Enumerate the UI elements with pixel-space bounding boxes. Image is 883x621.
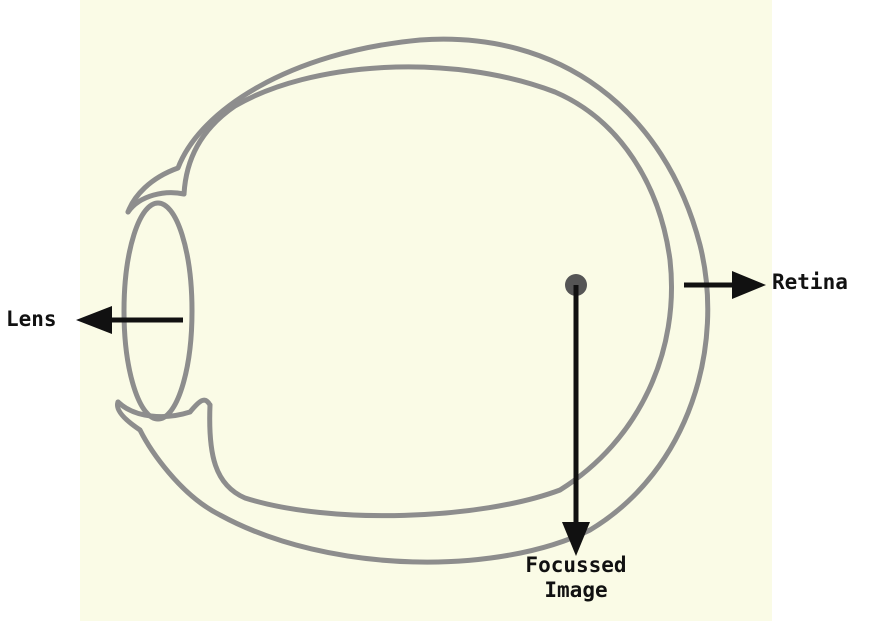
- focussed-image-label-line1: Focussed: [496, 553, 656, 578]
- lower-cornea-fold: [118, 400, 210, 416]
- eyeball-outer-wall: [117, 39, 707, 562]
- retina-label: Retina: [772, 270, 848, 295]
- focussed-image-label-line2: Image: [496, 578, 656, 603]
- focussed-image-label: Focussed Image: [496, 553, 656, 603]
- lens-shape: [124, 203, 192, 419]
- eyeball-inner-wall: [184, 67, 672, 516]
- retina-arrow-head: [732, 271, 766, 299]
- lens-arrow-head: [76, 306, 112, 334]
- lens-label: Lens: [6, 307, 57, 332]
